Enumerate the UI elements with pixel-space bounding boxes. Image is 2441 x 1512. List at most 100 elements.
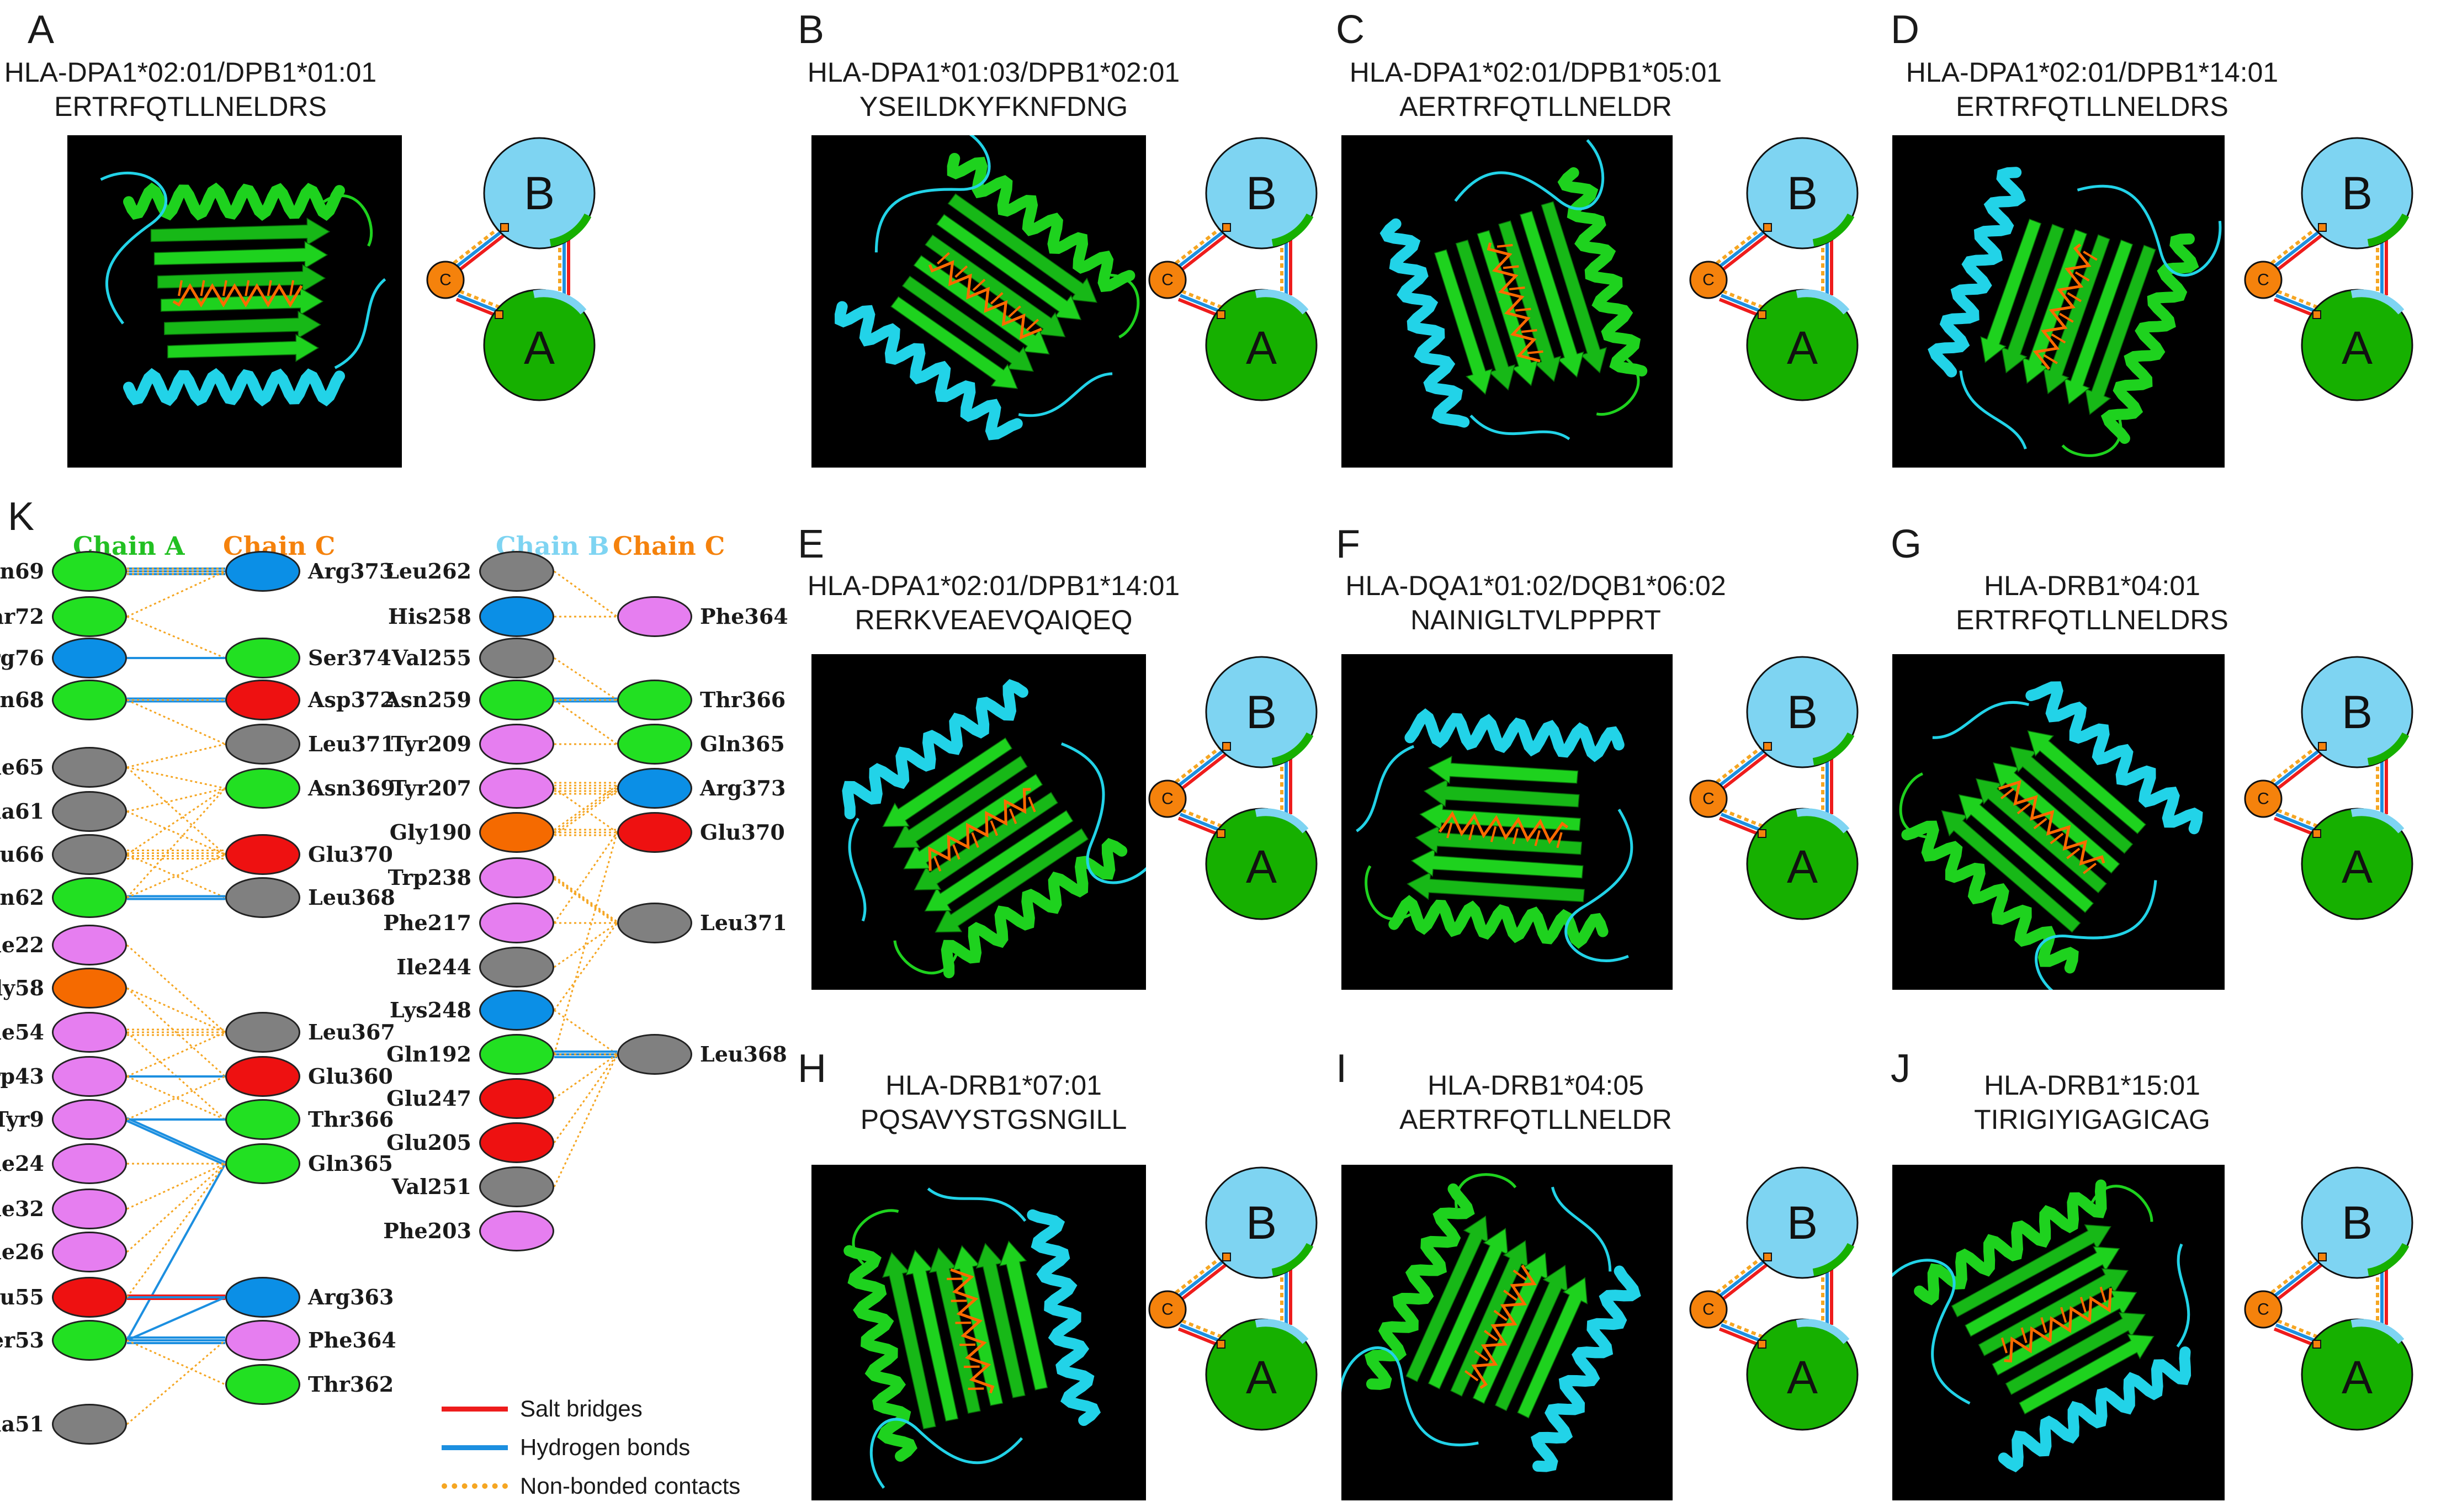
chain-a-residue-label: Asn68 [0,687,44,712]
chain-b-residue-node [479,857,554,898]
non-bonded-swatch [442,1483,508,1489]
chain-c-circle [2244,1290,2283,1329]
hydrogen-bond-swatch [442,1445,508,1450]
chain-a-residue-label: Asn62 [0,885,44,910]
peptide-sequence: ERTRFQTLLNELDRS [1956,604,2228,635]
peptide-sequence: PQSAVYSTGSNGILL [860,1104,1127,1135]
chain-a-residue-label: Gly58 [0,975,44,1000]
non-bonded-line [554,1009,618,1055]
panel-letter-f: F [1336,522,1360,566]
non-bonded-line [554,877,618,924]
chain-c-right-residue-label: Arg373 [700,776,786,800]
protein-structure-render [67,135,402,468]
chain-interaction-circles: BAC [1689,137,1859,401]
chain-a-residue-node [52,1189,127,1229]
chain-a-residue-label: Phe32 [0,1196,44,1221]
link-c-a [459,289,509,312]
chain-c-label: C [1161,1301,1174,1319]
chain-a-label: A [2342,841,2373,893]
chain-b-residue-node [479,768,554,809]
chain-c-left-residue-node [225,680,300,720]
chain-c-right-residue-label: Gln365 [700,731,785,756]
non-bonded-line [126,987,226,1033]
chain-b-circle [2301,137,2413,250]
structure-image-a [67,135,402,468]
chain-a-residue-label: Glu55 [0,1285,44,1309]
non-bonded-line [126,766,226,789]
chain-a-label: A [1246,322,1277,374]
non-bonded-line [554,876,618,922]
chain-b-residue-label: Ile244 [396,954,471,979]
protein-structure-render [811,135,1146,468]
chain-c-left-residue-label: Arg363 [308,1285,394,1309]
chain-b-residue-label: His258 [388,604,471,629]
chain-c-right-residue-node [617,768,692,809]
non-bonded-line [126,810,226,856]
peptide-sequence: AERTRFQTLLNELDR [1399,1104,1672,1135]
chain-a-residue-node [52,877,127,918]
chain-c-circle [426,261,465,299]
link-c-a [2277,289,2327,312]
chain-a-residue-label: Tyr9 [0,1107,44,1132]
chain-c-label: C [439,271,452,289]
chain-b-residue-label: Gly190 [389,820,471,845]
structure-image-h [811,1165,1146,1500]
chain-c-left-residue-label: Thr366 [308,1107,394,1132]
chain-c-circle [2244,261,2283,299]
chain-b-label: B [524,167,555,219]
chain-a-residue-label: Thr72 [0,604,44,629]
chain-b-residue-label: Glu205 [386,1130,471,1155]
header-chain-c-right: Chain C [613,531,725,561]
chain-c-right-residue-node [617,680,692,720]
chain-b-residue-node [479,680,554,720]
panel-letter-i: I [1336,1047,1347,1091]
non-bonded-line [126,1339,226,1386]
salt-bridge-swatch [442,1406,508,1412]
allele-label: HLA-DPA1*02:01/DPB1*14:01 [1906,57,2279,88]
allele-label: HLA-DRB1*15:01 [1984,1070,2200,1101]
chain-a-residue-label: Arg76 [0,645,44,670]
hydrogen-bond-line [126,1120,226,1166]
chain-interaction-circles: BAC [1148,656,1318,920]
legend-non-bonded: Non-bonded contacts [442,1472,740,1500]
chain-b-residue-node [479,551,554,592]
allele-label: HLA-DPA1*01:03/DPB1*02:01 [807,57,1180,88]
chain-a-residue-label: Ala61 [0,799,44,824]
non-bonded-line [126,766,226,856]
chain-c-left-residue-node [225,1364,300,1405]
chain-b-label: B [1246,167,1277,219]
chain-c-left-residue-node [225,1012,300,1053]
chain-b-circle [483,137,596,250]
chain-b-circle [1746,656,1859,768]
chain-c-left-residue-node [225,638,300,678]
peptide-sequence: AERTRFQTLLNELDR [1399,91,1672,122]
non-bonded-line [126,787,226,856]
protein-structure-render [1892,1165,2225,1500]
legend-label-hydrogen-bonds: Hydrogen bonds [520,1434,691,1460]
chain-a-label: A [1787,322,1818,374]
panel-letter-g: G [1891,522,1922,566]
chain-b-residue-label: Phe203 [383,1218,471,1243]
non-bonded-line [126,743,226,768]
allele-label: HLA-DQA1*01:02/DQB1*06:02 [1345,570,1726,601]
panel-letter-k: K [8,495,35,539]
chain-a-residue-node [52,1277,127,1318]
non-bonded-line [553,1054,618,1143]
non-bonded-line [126,699,226,745]
chain-c-circle [2244,779,2283,818]
chain-b-label: B [1246,686,1277,738]
chain-b-residue-node [479,1034,554,1075]
non-bonded-line [554,790,618,836]
protein-structure-render [1341,654,1673,990]
hydrogen-bond-line [126,1163,226,1341]
chain-a-residue-label: Ser53 [0,1328,44,1352]
structure-image-j [1892,1165,2225,1500]
link-c-a [1181,1319,1231,1342]
chain-b-residue-node [479,724,554,765]
